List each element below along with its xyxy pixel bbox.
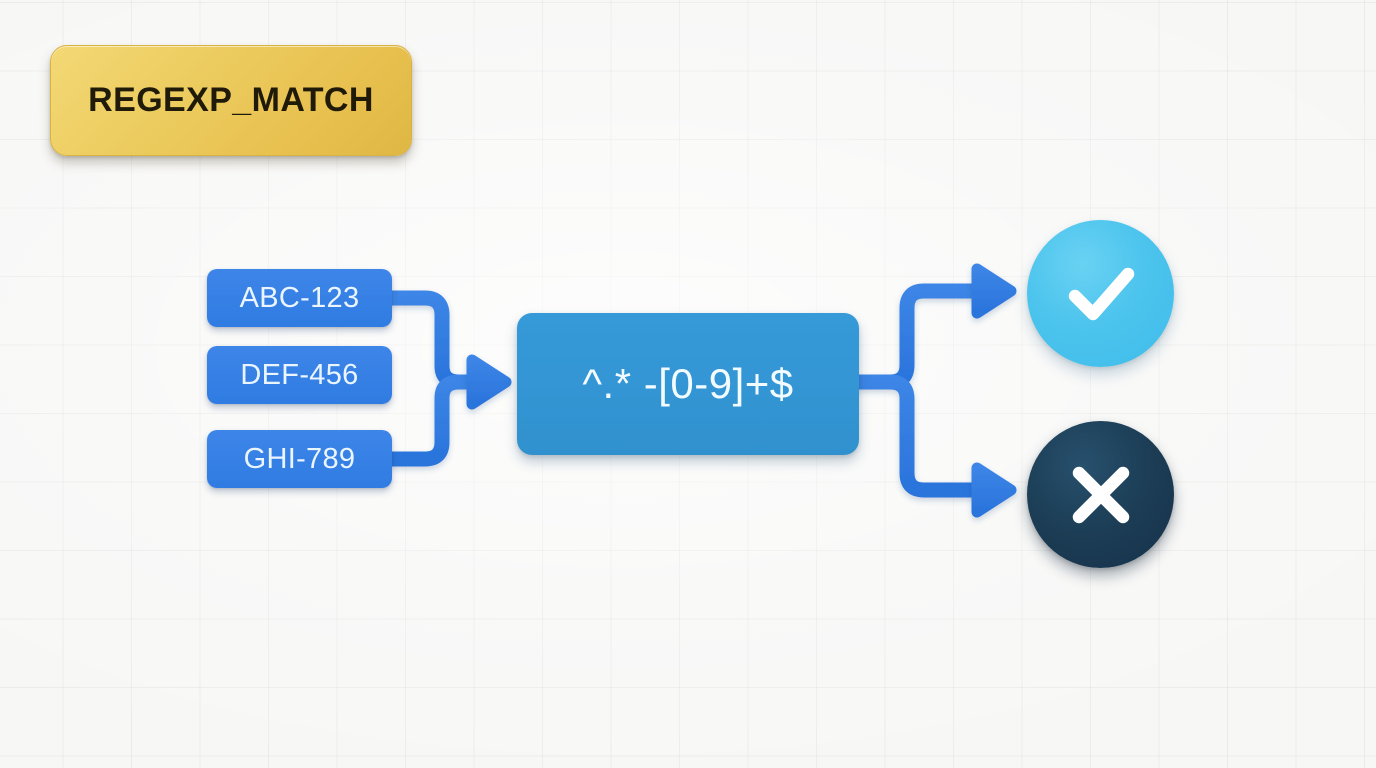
result-match-circle[interactable] xyxy=(1027,220,1174,367)
connector-input-3 xyxy=(384,374,478,467)
input-chip-2[interactable]: DEF-456 xyxy=(207,346,392,404)
regex-pattern-label: ^.* -[0-9]+$ xyxy=(582,360,794,407)
input-chip-label: ABC-123 xyxy=(239,281,360,314)
arrowhead-into-nomatch xyxy=(971,462,1017,518)
connector-result-match xyxy=(851,283,983,390)
function-name-label: REGEXP_MATCH xyxy=(88,81,374,119)
arrowhead-into-pattern xyxy=(466,354,512,410)
input-chip-1[interactable]: ABC-123 xyxy=(207,269,392,327)
function-name-badge[interactable]: REGEXP_MATCH xyxy=(50,45,412,156)
cross-icon xyxy=(1072,466,1129,523)
input-chip-label: DEF-456 xyxy=(240,358,359,391)
regex-pattern-box[interactable]: ^.* -[0-9]+$ xyxy=(517,313,859,455)
connector-result-nomatch xyxy=(851,374,983,498)
check-icon xyxy=(1068,267,1134,320)
input-chip-3[interactable]: GHI-789 xyxy=(207,430,392,488)
input-chip-label: GHI-789 xyxy=(243,442,356,475)
arrowhead-into-match xyxy=(971,263,1017,319)
result-nomatch-circle[interactable] xyxy=(1027,421,1174,568)
